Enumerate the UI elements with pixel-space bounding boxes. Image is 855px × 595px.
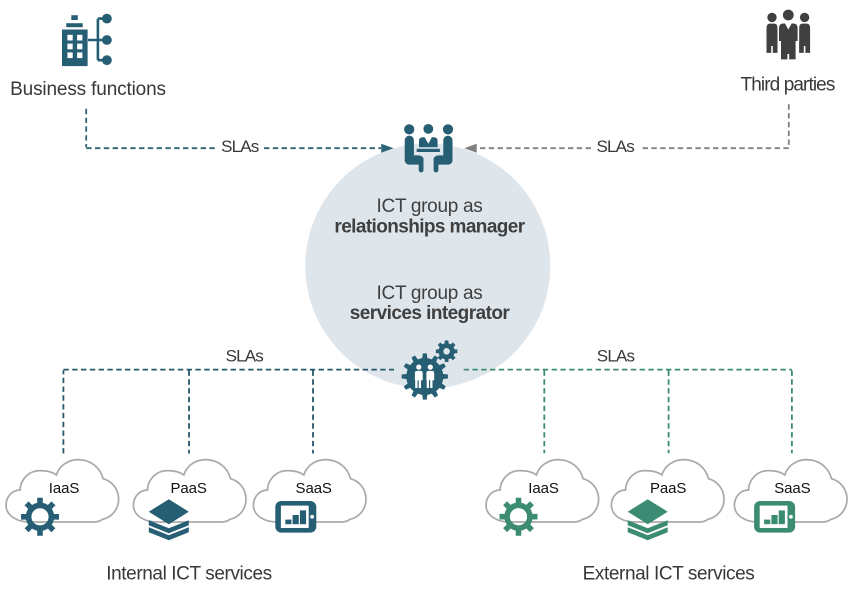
svg-text:Third parties: Third parties <box>741 75 835 96</box>
svg-text:PaaS: PaaS <box>650 480 686 497</box>
svg-text:External ICT services: External ICT services <box>583 564 755 585</box>
svg-text:Business functions: Business functions <box>10 79 166 100</box>
svg-text:SLAs: SLAs <box>226 347 264 366</box>
svg-text:PaaS: PaaS <box>170 480 206 497</box>
svg-text:services integrator: services integrator <box>350 303 511 324</box>
svg-text:ICT group as: ICT group as <box>377 196 483 217</box>
svg-text:SLAs: SLAs <box>596 137 634 156</box>
svg-text:SaaS: SaaS <box>296 480 332 497</box>
svg-text:Internal ICT services: Internal ICT services <box>106 564 271 585</box>
svg-text:IaaS: IaaS <box>528 480 559 497</box>
svg-text:ICT group as: ICT group as <box>377 283 483 304</box>
svg-text:SaaS: SaaS <box>774 480 810 497</box>
svg-text:SLAs: SLAs <box>221 137 259 156</box>
svg-text:IaaS: IaaS <box>49 480 80 497</box>
svg-text:SLAs: SLAs <box>597 347 635 366</box>
svg-text:relationships manager: relationships manager <box>334 217 525 238</box>
